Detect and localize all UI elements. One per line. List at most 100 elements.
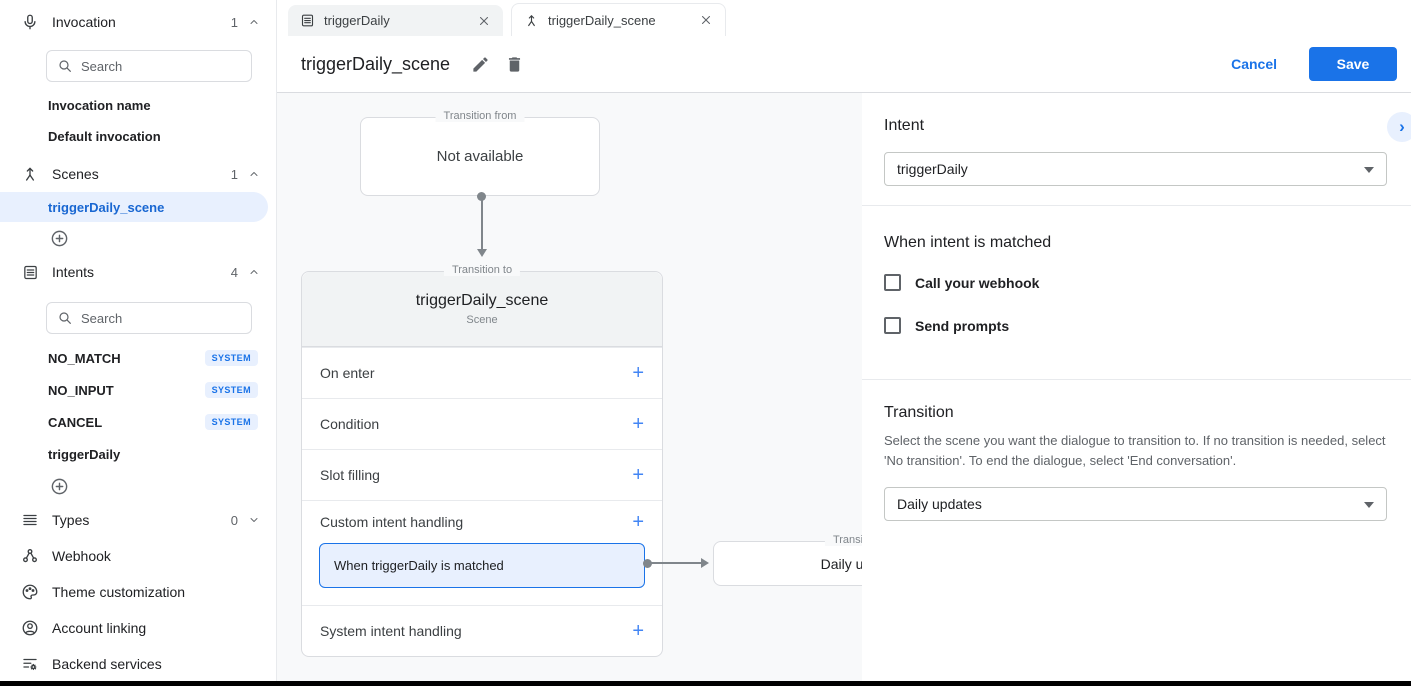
delete-button[interactable] bbox=[500, 50, 528, 78]
close-icon[interactable] bbox=[699, 13, 713, 27]
add-custom-intent-button[interactable]: + bbox=[632, 511, 644, 533]
sidebar-item-default-invocation[interactable]: Default invocation bbox=[48, 128, 161, 144]
edit-button[interactable] bbox=[466, 50, 494, 78]
transition-from-box: Transition from Not available bbox=[360, 110, 600, 196]
sidebar-item-triggerdaily-scene[interactable]: triggerDaily_scene bbox=[0, 192, 268, 222]
dropdown-arrow-icon bbox=[1364, 502, 1374, 508]
sidebar-section-invocation[interactable]: Invocation 1 bbox=[0, 6, 276, 38]
scene-flow-canvas: Transition from Not available Transition… bbox=[277, 93, 862, 681]
intents-search-input[interactable] bbox=[81, 310, 241, 326]
scene-card-header: triggerDaily_scene Scene bbox=[302, 272, 662, 347]
sidebar-item-triggerdaily[interactable]: triggerDaily bbox=[0, 438, 276, 470]
chevron-up-icon[interactable] bbox=[248, 266, 260, 278]
transition-select[interactable]: Daily updates bbox=[884, 487, 1387, 521]
arrow-down bbox=[477, 249, 487, 257]
transition-from-value: Not available bbox=[436, 148, 524, 165]
sidebar-section-intents[interactable]: Intents 4 bbox=[0, 254, 276, 290]
intents-count: 4 bbox=[230, 264, 238, 280]
collapse-panel-button[interactable]: › bbox=[1387, 112, 1411, 142]
sidebar-section-label: Types bbox=[52, 512, 90, 528]
cancel-button[interactable]: Cancel bbox=[1231, 56, 1277, 72]
sidebar-item-cancel[interactable]: CANCEL SYSTEM bbox=[0, 406, 276, 438]
sidebar-item-label: Backend services bbox=[52, 656, 162, 672]
intent-icon bbox=[300, 13, 315, 28]
scene-card: Transition to triggerDaily_scene Scene O… bbox=[301, 264, 663, 657]
transition-select-value: Daily updates bbox=[897, 496, 982, 512]
panel-divider bbox=[862, 205, 1411, 206]
scene-row-condition: Condition + bbox=[302, 398, 662, 449]
webhook-icon bbox=[20, 546, 40, 566]
chevron-down-icon[interactable] bbox=[248, 514, 260, 526]
add-on-enter-button[interactable]: + bbox=[632, 362, 644, 384]
tab-bar: triggerDaily triggerDaily_scene bbox=[277, 0, 1411, 36]
scene-card-title: triggerDaily_scene bbox=[415, 292, 549, 309]
call-webhook-checkbox-row[interactable]: Call your webhook bbox=[884, 274, 1387, 291]
close-icon[interactable] bbox=[477, 14, 491, 28]
add-intent-button[interactable] bbox=[0, 470, 276, 502]
add-scene-button[interactable] bbox=[0, 222, 276, 254]
tab-triggerdaily[interactable]: triggerDaily bbox=[288, 5, 503, 36]
row-label: System intent handling bbox=[320, 623, 462, 639]
scene-row-custom-intent-handling: Custom intent handling + When triggerDai… bbox=[302, 500, 662, 605]
checkbox-unchecked[interactable] bbox=[884, 274, 901, 291]
intent-icon bbox=[20, 262, 40, 282]
sidebar-item-no-input[interactable]: NO_INPUT SYSTEM bbox=[0, 374, 276, 406]
system-badge: SYSTEM bbox=[204, 382, 258, 398]
save-button[interactable]: Save bbox=[1309, 47, 1397, 81]
bottom-edge-bar bbox=[0, 681, 1411, 686]
intents-search[interactable] bbox=[46, 302, 252, 334]
scene-row-on-enter: On enter + bbox=[302, 347, 662, 398]
add-system-intent-button[interactable]: + bbox=[632, 620, 644, 642]
intent-select-value: triggerDaily bbox=[897, 161, 968, 177]
checkbox-label: Send prompts bbox=[915, 317, 1010, 334]
sidebar-section-label: Invocation bbox=[52, 14, 116, 30]
chevron-up-icon[interactable] bbox=[248, 168, 260, 180]
connector-line bbox=[650, 562, 702, 564]
transition-from-legend: Transition from bbox=[435, 110, 525, 122]
invocation-search-input[interactable] bbox=[81, 58, 241, 74]
intent-select[interactable]: triggerDaily bbox=[884, 152, 1387, 186]
plus-circle-icon bbox=[51, 478, 68, 494]
transition-target-box[interactable]: Transition to Daily updates bbox=[713, 534, 862, 586]
row-label: On enter bbox=[320, 365, 375, 381]
system-badge: SYSTEM bbox=[204, 350, 258, 366]
panel-divider bbox=[862, 379, 1411, 380]
chevron-up-icon[interactable] bbox=[248, 16, 260, 28]
checkbox-unchecked[interactable] bbox=[884, 317, 901, 334]
sidebar-item-theme-customization[interactable]: Theme customization bbox=[0, 574, 276, 610]
intent-handler-selected[interactable]: When triggerDaily is matched bbox=[319, 543, 645, 588]
backend-services-icon bbox=[20, 654, 40, 674]
tab-label: triggerDaily_scene bbox=[548, 12, 656, 28]
scene-icon bbox=[524, 13, 539, 28]
types-icon bbox=[20, 510, 40, 530]
sidebar-item-webhook[interactable]: Webhook bbox=[0, 538, 276, 574]
intent-name: NO_MATCH bbox=[48, 350, 121, 366]
row-label: Custom intent handling bbox=[320, 514, 464, 530]
intent-name: NO_INPUT bbox=[48, 382, 114, 398]
sidebar-item-backend-services[interactable]: Backend services bbox=[0, 646, 276, 681]
sidebar-item-account-linking[interactable]: Account linking bbox=[0, 610, 276, 646]
scene-row-system-intent-handling: System intent handling + bbox=[302, 605, 662, 656]
microphone-icon bbox=[20, 12, 40, 32]
sidebar-section-scenes[interactable]: Scenes 1 bbox=[0, 158, 276, 190]
intent-name: triggerDaily bbox=[48, 446, 121, 462]
sidebar-item-label: Account linking bbox=[52, 620, 147, 636]
add-slot-filling-button[interactable]: + bbox=[632, 464, 644, 486]
invocation-count: 1 bbox=[230, 14, 238, 30]
transition-target-legend: Transition to bbox=[824, 534, 862, 546]
dropdown-arrow-icon bbox=[1364, 167, 1374, 173]
sidebar-item-no-match[interactable]: NO_MATCH SYSTEM bbox=[0, 342, 276, 374]
scene-row-slot-filling: Slot filling + bbox=[302, 449, 662, 500]
system-badge: SYSTEM bbox=[204, 414, 258, 430]
send-prompts-checkbox-row[interactable]: Send prompts bbox=[884, 317, 1387, 334]
page-title: triggerDaily_scene bbox=[301, 53, 451, 74]
search-icon bbox=[59, 60, 71, 72]
sidebar-section-types[interactable]: Types 0 bbox=[0, 502, 276, 538]
tab-triggerdaily-scene[interactable]: triggerDaily_scene bbox=[511, 3, 726, 36]
sidebar-section-label: Scenes bbox=[52, 166, 99, 182]
add-condition-button[interactable]: + bbox=[632, 413, 644, 435]
sidebar-item-invocation-name[interactable]: Invocation name bbox=[48, 97, 151, 113]
plus-circle-icon bbox=[51, 230, 68, 246]
transition-description: Select the scene you want the dialogue t… bbox=[884, 433, 1386, 468]
invocation-search[interactable] bbox=[46, 50, 252, 82]
